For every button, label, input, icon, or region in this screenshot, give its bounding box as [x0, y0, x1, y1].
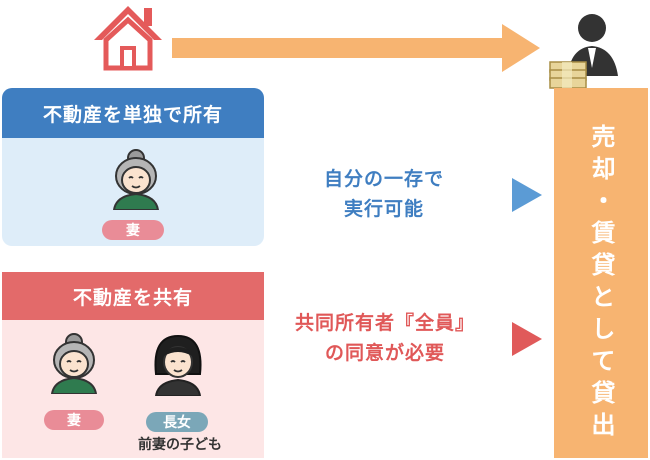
wife-label-tag: 妻 [102, 220, 164, 240]
elderly-woman-icon [112, 149, 160, 210]
daughter-note: 前妻の子ども [138, 437, 222, 453]
daughter-label-tag: 長女 [146, 412, 208, 432]
blue-arrow-icon [512, 178, 542, 212]
sole-condition-line2: 実行可能 [343, 198, 424, 220]
elderly-woman-icon [50, 333, 98, 394]
co-ownership-title: 不動産を共有 [2, 272, 264, 320]
co-condition-text: 共同所有者『全員』 の同意が必要 [270, 308, 500, 368]
sole-condition-line1: 自分の一存で [323, 168, 444, 190]
co-ownership-panel: 不動産を共有 [2, 272, 264, 458]
sole-condition-text: 自分の一存で 実行可能 [286, 164, 482, 224]
result-text: 売却・賃貸として貸出 [587, 124, 615, 444]
red-arrow-icon [512, 322, 542, 356]
house-icon [94, 6, 162, 71]
result-column: 売却・賃貸として貸出 [554, 88, 648, 458]
sole-ownership-panel: 不動産を単独で所有 [2, 88, 264, 246]
sole-ownership-title: 不動産を単独で所有 [2, 88, 264, 138]
co-condition-line2: の同意が必要 [324, 342, 445, 364]
buyer-with-money-icon [549, 14, 618, 89]
wife-label-tag: 妻 [44, 410, 104, 430]
top-arrow [172, 24, 540, 72]
woman-icon [154, 334, 202, 396]
co-condition-line1: 共同所有者『全員』 [294, 312, 475, 334]
